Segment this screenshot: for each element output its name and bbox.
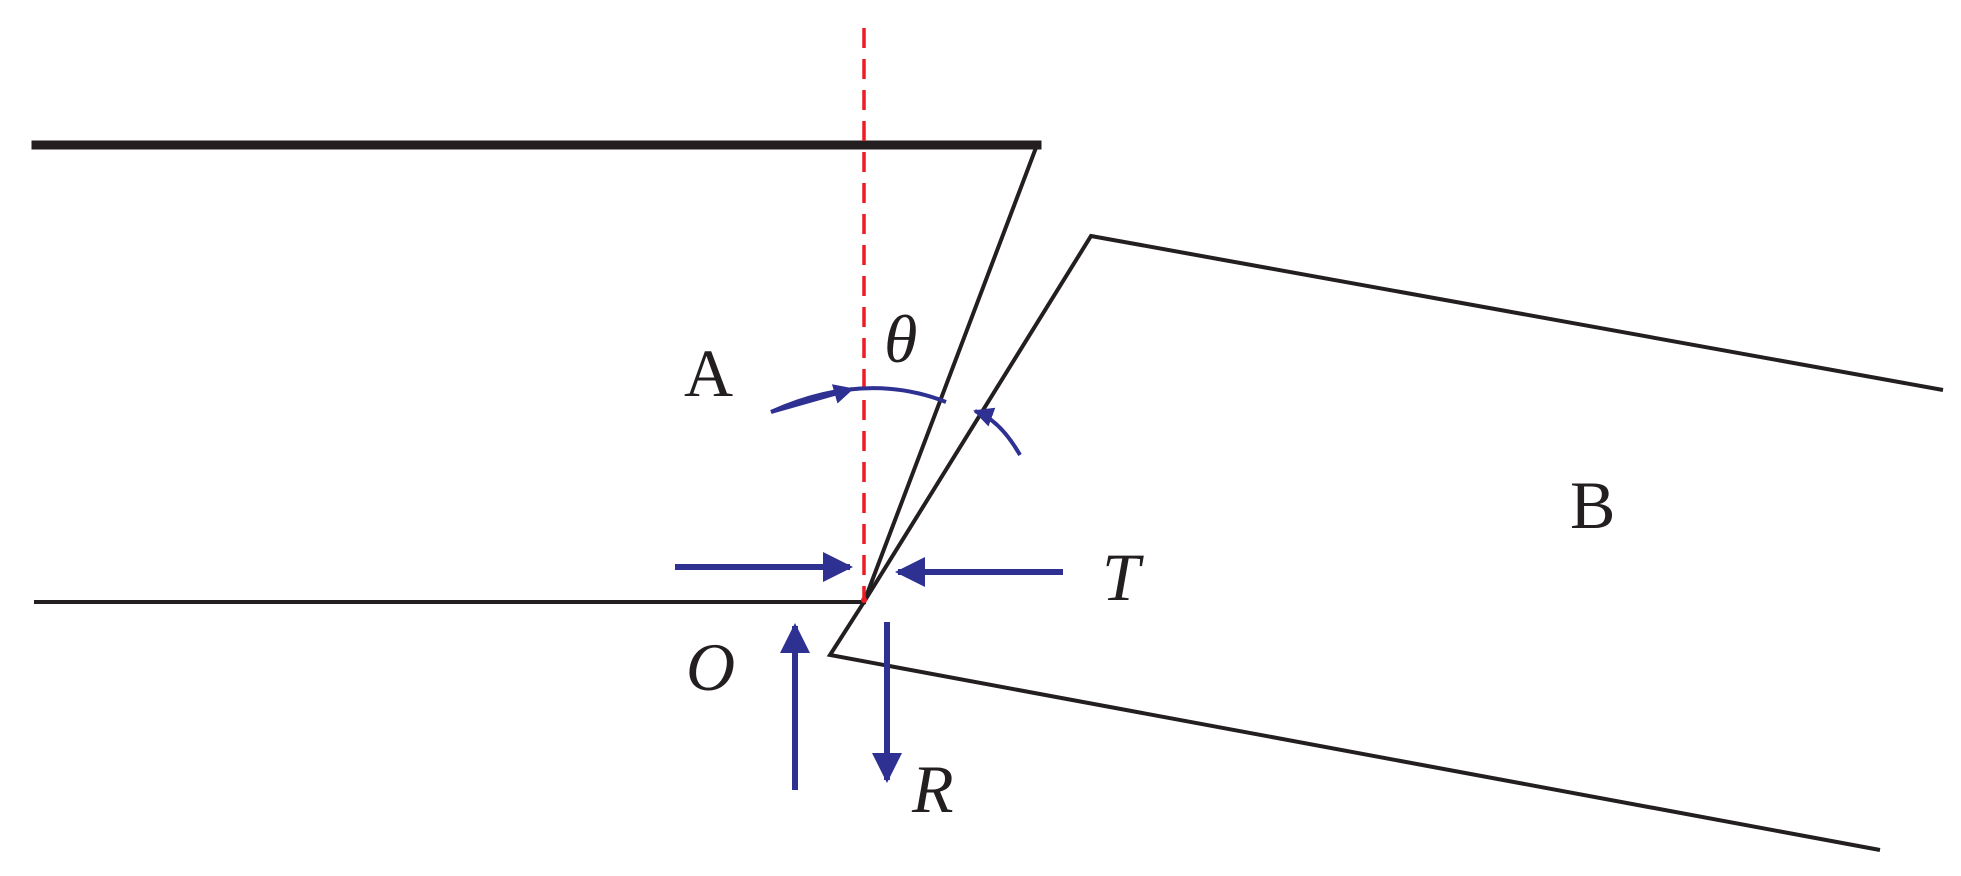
- thrust-label: T: [1102, 539, 1144, 615]
- block-a-end-face: [861, 142, 1040, 605]
- angle-arc: [770, 384, 1022, 456]
- angle-arc-left-tail: [770, 384, 854, 414]
- block-a-outline: [31, 140, 1042, 605]
- block-a-label: A: [684, 335, 733, 411]
- block-b-outline: [826, 233, 1944, 852]
- thrust-arrows: [675, 552, 1063, 587]
- angle-arc-curve: [770, 386, 947, 414]
- pivot-label: O: [686, 629, 735, 705]
- reaction-arrows: [780, 622, 902, 790]
- block-b-label: B: [1570, 467, 1615, 543]
- pivot-point: [861, 597, 867, 603]
- reaction-label: R: [911, 751, 954, 827]
- angle-label: θ: [884, 301, 917, 377]
- angle-arc-right-tail: [973, 407, 1022, 456]
